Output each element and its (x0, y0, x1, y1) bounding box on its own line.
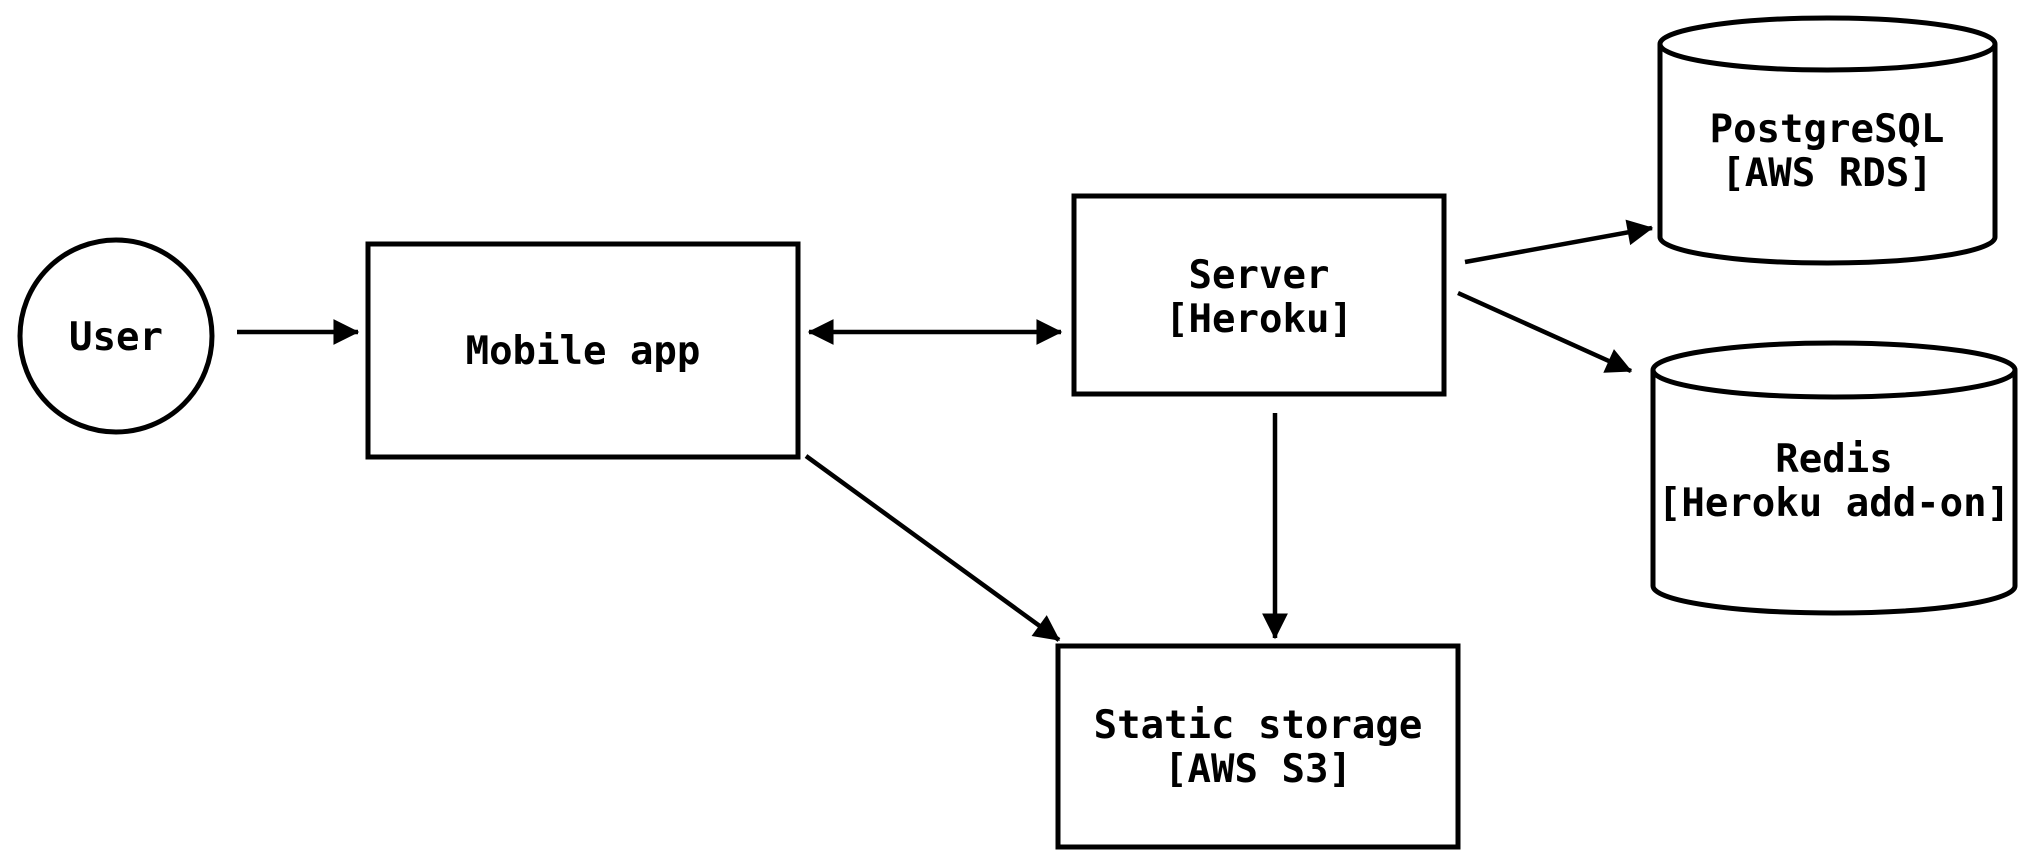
static-storage-label: Static storage (1094, 703, 1423, 748)
mobile-app-label: Mobile app (466, 329, 701, 374)
user-label: User (69, 315, 163, 360)
server-sublabel: [Heroku] (1165, 297, 1353, 342)
node-redis: Redis [Heroku add-on] (1650, 340, 2018, 616)
redis-label: Redis (1775, 437, 1892, 482)
redis-sublabel: [Heroku add-on] (1658, 481, 2010, 526)
arrow-mobile-app-to-static-storage (804, 454, 1061, 642)
node-server: Server [Heroku] (1071, 193, 1447, 397)
redis-cylinder-body (1650, 370, 2018, 616)
mobile-app-box (365, 241, 801, 460)
node-mobile-app: Mobile app (365, 241, 801, 460)
postgresql-cylinder-body (1657, 44, 1998, 266)
server-box (1071, 193, 1447, 397)
node-static-storage: Static storage [AWS S3] (1055, 643, 1461, 850)
static-storage-box (1055, 643, 1461, 850)
redis-cylinder-top (1650, 340, 2018, 400)
postgresql-cylinder-top (1657, 15, 1998, 73)
postgresql-label: PostgreSQL (1710, 107, 1945, 152)
server-label: Server (1189, 253, 1330, 298)
postgresql-sublabel: [AWS RDS] (1721, 151, 1932, 196)
node-user: User (17, 237, 215, 435)
arrow-server-to-postgresql (1464, 219, 1654, 265)
user-circle-shape (17, 237, 215, 435)
edges (237, 219, 1654, 642)
arrow-server-to-redis (1457, 290, 1633, 374)
node-postgresql: PostgreSQL [AWS RDS] (1657, 15, 1998, 266)
static-storage-sublabel: [AWS S3] (1164, 747, 1352, 792)
